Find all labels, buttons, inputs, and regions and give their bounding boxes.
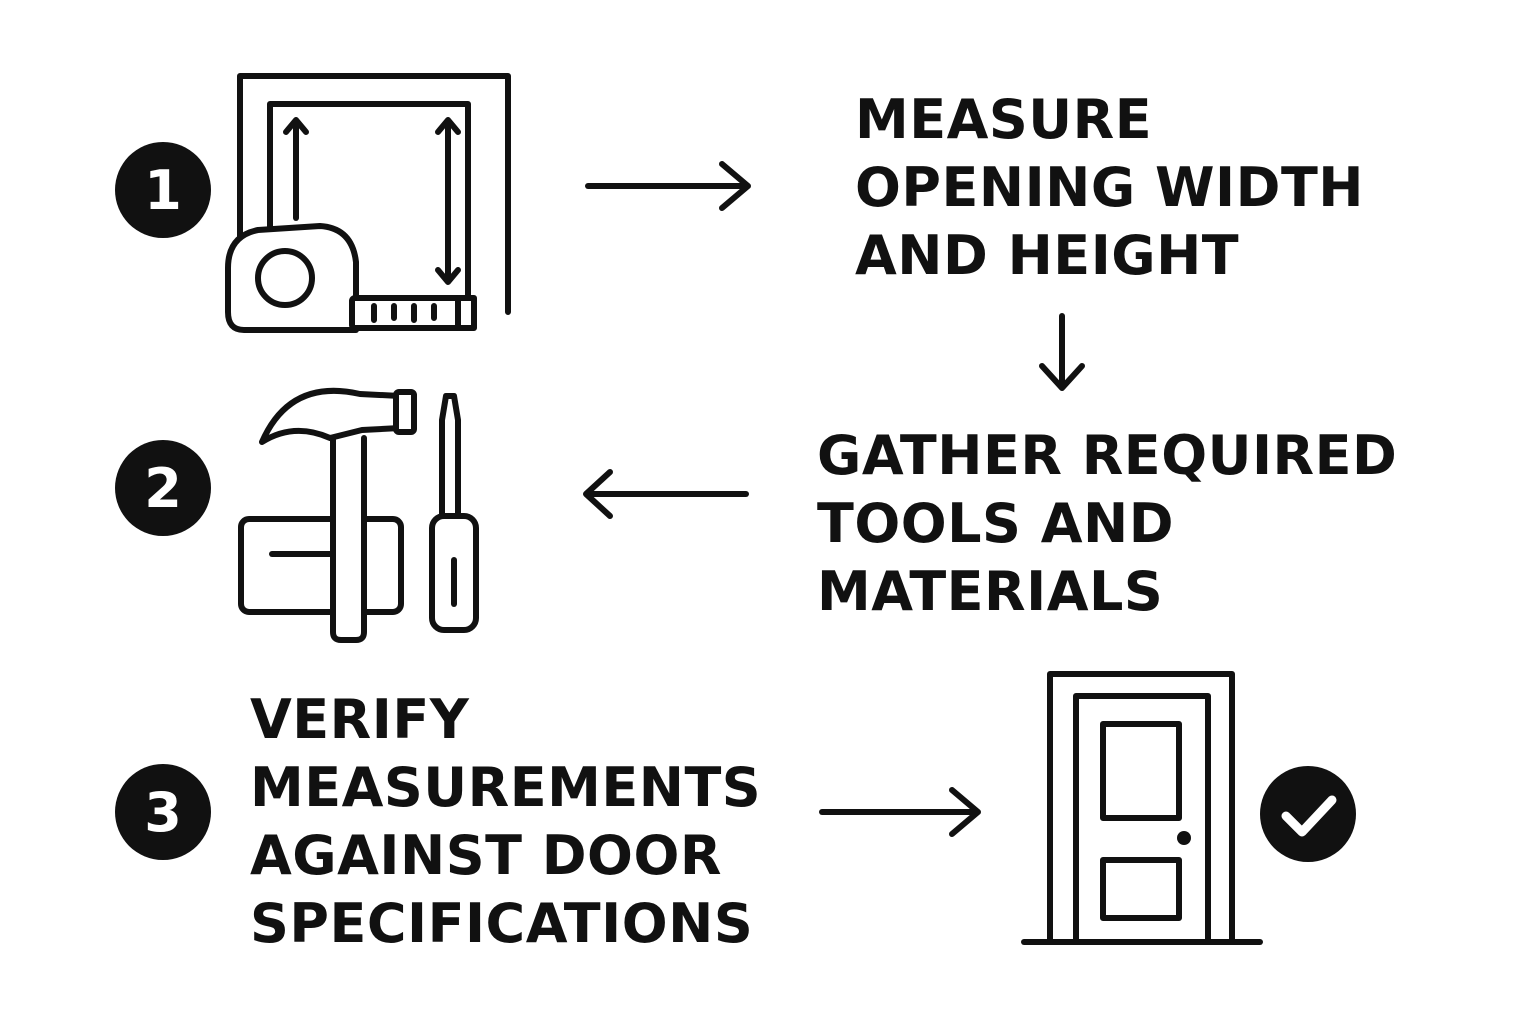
step-3-line: SPECIFICATIONS xyxy=(250,892,754,955)
step-2-line: TOOLS AND xyxy=(817,492,1175,555)
check-circle-icon xyxy=(1260,766,1356,862)
arrow-right-1 xyxy=(585,161,751,211)
arrow-right-2 xyxy=(819,787,981,837)
step-3-line: MEASUREMENTS xyxy=(250,756,762,819)
step-1-line: AND HEIGHT xyxy=(855,224,1240,287)
step-2-text: GATHER REQUIRED TOOLS AND MATERIALS xyxy=(817,422,1397,626)
arrow-left xyxy=(583,469,749,519)
step-3-text: VERIFY MEASUREMENTS AGAINST DOOR SPECIFI… xyxy=(250,686,761,958)
step-3-line: AGAINST DOOR xyxy=(250,824,722,887)
arrow-down xyxy=(1039,313,1085,391)
step-1-number: 1 xyxy=(144,159,182,222)
step-3-line: VERIFY xyxy=(250,688,470,751)
step-3-badge: 3 xyxy=(115,764,211,860)
step-1-line: MEASURE xyxy=(855,88,1153,151)
step-1-badge: 1 xyxy=(115,142,211,238)
doorframe-tape-measure-icon xyxy=(225,73,511,333)
step-2-line: GATHER REQUIRED xyxy=(817,424,1398,487)
step-3-number: 3 xyxy=(144,781,182,844)
step-2-number: 2 xyxy=(144,457,182,520)
hammer-screwdriver-icon xyxy=(238,387,479,643)
step-2-line: MATERIALS xyxy=(817,560,1164,623)
step-1-text: MEASURE OPENING WIDTH AND HEIGHT xyxy=(855,86,1364,290)
door-icon xyxy=(1021,671,1263,945)
step-1-line: OPENING WIDTH xyxy=(855,156,1364,219)
step-2-badge: 2 xyxy=(115,440,211,536)
